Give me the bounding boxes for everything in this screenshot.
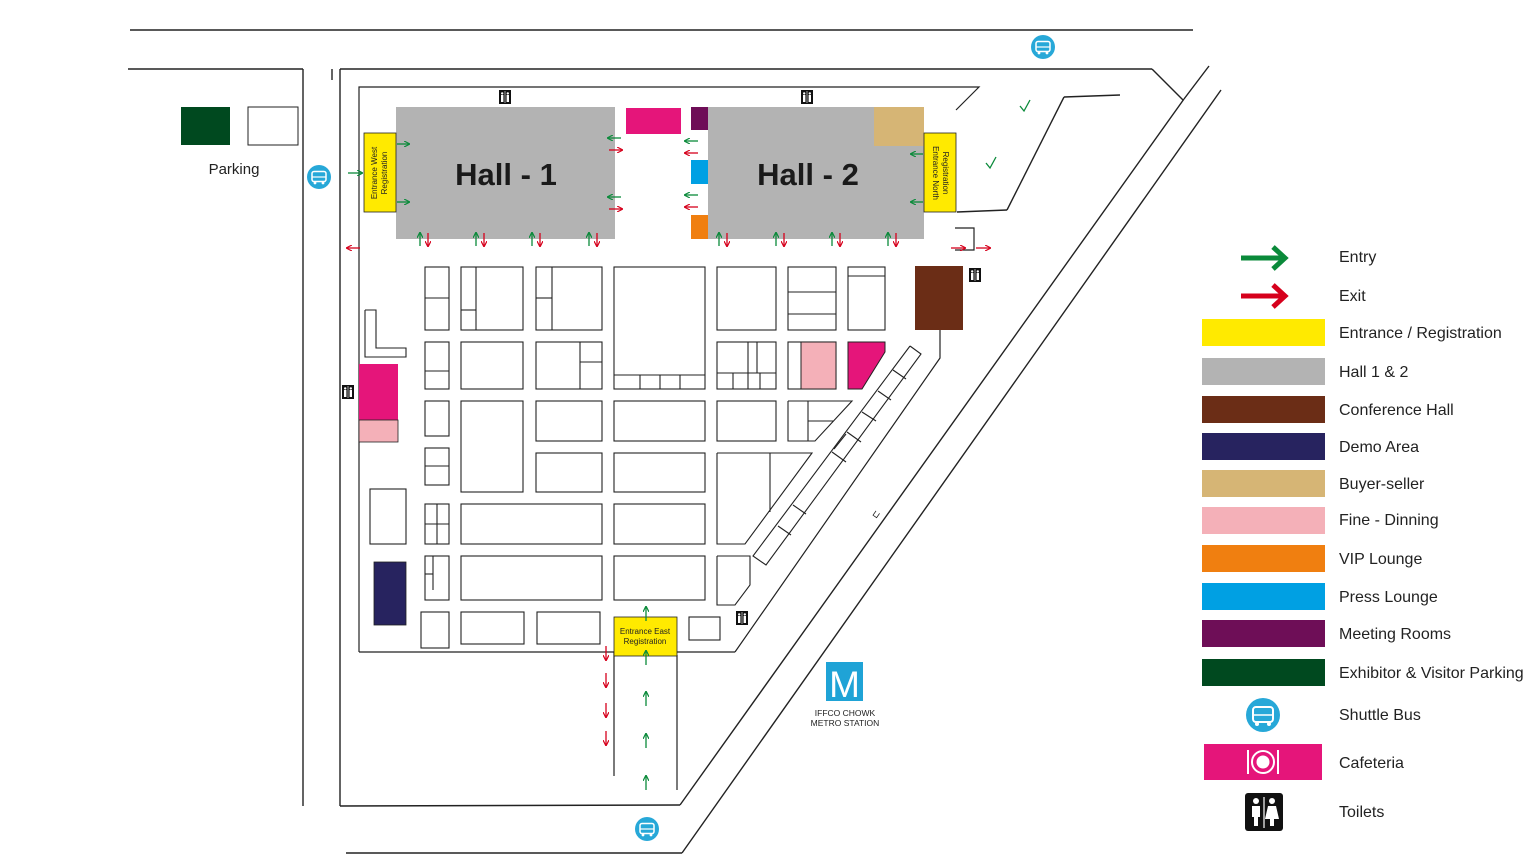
stall-grid [364, 266, 922, 649]
road-mark: ⊏ [870, 509, 883, 521]
metro-letter: M [829, 664, 860, 705]
legend-meeting-label: Meeting Rooms [1339, 626, 1451, 643]
entry-arrows [348, 99, 1031, 790]
legend-cafeteria-label: Cafeteria [1339, 755, 1404, 772]
legend-swatch-demo [1202, 433, 1325, 460]
roads [128, 29, 1222, 854]
toilets-icon[interactable] [498, 89, 512, 105]
fine-dining-left[interactable] [358, 419, 399, 443]
legend-swatch-vip [1202, 545, 1325, 572]
legend-shuttle-bus: Shuttle Bus [1246, 698, 1421, 732]
entrance-north-line1: Entrance North [931, 146, 940, 200]
legend-swatch-press [1202, 583, 1325, 610]
cafeteria-left[interactable] [359, 364, 398, 420]
meeting-room[interactable] [691, 107, 708, 130]
toilets-icon[interactable] [735, 610, 749, 626]
toilets-icon[interactable] [968, 267, 982, 283]
entrance-west-line2: Registration [380, 152, 389, 195]
cafeteria-icon: Cafeteria [1204, 744, 1404, 780]
buyer-seller-area[interactable] [874, 107, 924, 146]
hall-1[interactable] [396, 107, 615, 239]
entrance-north[interactable]: Entrance North Registration [923, 132, 957, 213]
cafeteria-stall[interactable] [847, 341, 886, 390]
entrance-east[interactable]: Entrance East Registration [613, 616, 678, 657]
legend-exit: Exit [1241, 283, 1366, 309]
shuttle-bus-icon[interactable] [306, 164, 332, 190]
demo-area[interactable] [373, 561, 407, 626]
parking-label: Parking [209, 161, 260, 178]
legend-swatch-meeting [1202, 620, 1325, 647]
entrance-west-line1: Entrance West [370, 146, 379, 199]
toilets-icon[interactable] [800, 89, 814, 105]
legend-conference-label: Conference Hall [1339, 402, 1454, 419]
legend-entry: Entry [1241, 245, 1376, 271]
conference-hall[interactable] [915, 266, 963, 330]
metro-label-line1: IFFCO CHOWK [815, 708, 876, 718]
legend-halls-label: Hall 1 & 2 [1339, 364, 1408, 381]
legend-toilets-icon: Toilets [1245, 793, 1384, 831]
metro-icon[interactable]: M [826, 662, 863, 705]
vip-lounge[interactable] [691, 215, 708, 239]
exit-arrows [347, 150, 990, 745]
legend-vip-label: VIP Lounge [1339, 551, 1422, 568]
press-lounge[interactable] [691, 160, 708, 184]
legend-exit-label: Exit [1339, 288, 1366, 305]
hall-1-title: Hall - 1 [455, 157, 557, 192]
shuttle-bus-icon[interactable] [634, 816, 660, 842]
legend-shuttle-label: Shuttle Bus [1339, 707, 1421, 724]
parking-dark [181, 107, 230, 145]
metro-label-line2: METRO STATION [811, 718, 880, 728]
legend-buyer-seller-label: Buyer-seller [1339, 476, 1425, 493]
shuttle-bus-icon[interactable] [1030, 34, 1056, 60]
legend-parking-label: Exhibitor & Visitor Parking [1339, 665, 1524, 682]
parking-empty [247, 106, 299, 146]
entrance-west[interactable]: Entrance West Registration [363, 132, 397, 213]
legend-press-label: Press Lounge [1339, 589, 1438, 606]
legend-swatch-conference [1202, 396, 1325, 423]
cafeteria-top[interactable] [626, 108, 681, 134]
legend-swatch-halls [1202, 358, 1325, 385]
legend-swatch-registration [1202, 319, 1325, 346]
legend-demo-label: Demo Area [1339, 439, 1419, 456]
entrance-east-line2: Registration [624, 637, 667, 646]
entrance-north-line2: Registration [941, 152, 950, 195]
hall-2-title: Hall - 2 [757, 157, 859, 192]
legend-fine-dining-label: Fine - Dinning [1339, 512, 1439, 529]
entrance-east-line1: Entrance East [620, 627, 671, 636]
legend-entry-label: Entry [1339, 249, 1376, 266]
legend-toilets-label: Toilets [1339, 804, 1384, 821]
toilets-icon[interactable] [341, 384, 355, 400]
legend-swatch-parking [1202, 659, 1325, 686]
legend-swatch-fine-dining [1202, 507, 1325, 534]
legend-swatch-buyer-seller [1202, 470, 1325, 497]
legend-registration-label: Entrance / Registration [1339, 325, 1502, 342]
fine-dining[interactable] [800, 341, 837, 390]
legend: Entry Exit Entrance / Registration Hall … [1202, 245, 1524, 831]
